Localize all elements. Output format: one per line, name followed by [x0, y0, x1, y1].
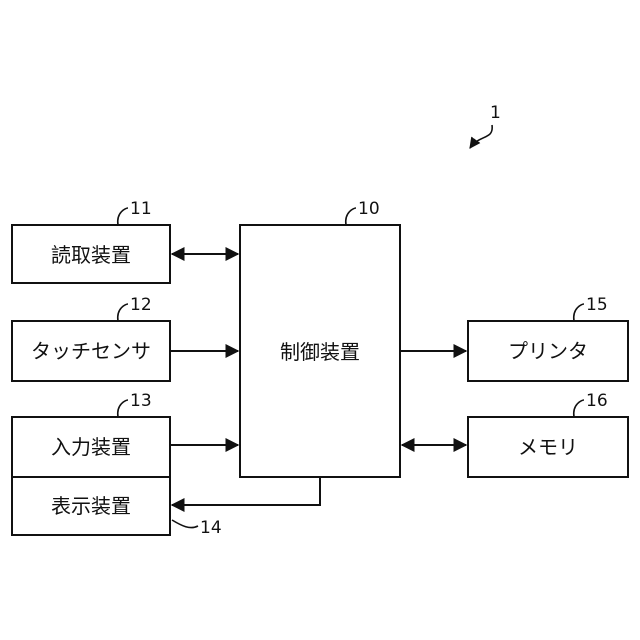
touch-sensor-ref: 12: [130, 295, 152, 315]
controller-display-arrow: [172, 477, 320, 505]
controller-ref-leader: [346, 208, 356, 225]
system-ref-label: 1: [490, 103, 501, 123]
memory-ref: 16: [586, 391, 608, 411]
display-device-ref: 14: [200, 518, 222, 538]
input-device-label: 入力装置: [51, 435, 131, 459]
reader-ref: 11: [130, 199, 152, 219]
controller-label: 制御装置: [280, 340, 360, 364]
input-device-ref-leader: [118, 400, 128, 417]
touch-sensor-ref-leader: [118, 304, 128, 321]
system-ref-arrow: [470, 125, 492, 148]
printer-ref-leader: [574, 304, 584, 321]
display-device-ref-leader: [172, 520, 198, 528]
printer-label: プリンタ: [508, 339, 588, 363]
controller-ref: 10: [358, 199, 380, 219]
memory-label: メモリ: [518, 435, 578, 459]
touch-sensor-label: タッチセンサ: [31, 339, 151, 363]
reader-label: 読取装置: [51, 243, 131, 267]
reader-ref-leader: [118, 208, 128, 225]
display-device-label: 表示装置: [51, 494, 131, 518]
input-device-ref: 13: [130, 391, 152, 411]
printer-ref: 15: [586, 295, 608, 315]
memory-ref-leader: [574, 400, 584, 417]
